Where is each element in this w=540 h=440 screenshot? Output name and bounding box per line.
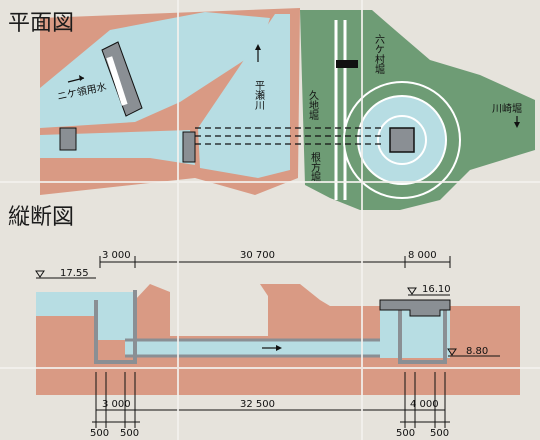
label-kuji: 久地堀 <box>307 90 319 121</box>
hirase-river <box>198 14 290 178</box>
label-hirase: 平瀬川 <box>253 80 265 110</box>
label-negata: 根方堀 <box>309 151 321 183</box>
top-dimension-lines <box>99 256 451 268</box>
nikaryo-channel <box>40 12 270 128</box>
dim-top-b: 30 700 <box>240 250 275 261</box>
dim-bottom-a: 3 000 <box>102 399 131 410</box>
level-marker-right-bottom <box>447 348 457 356</box>
level-marker-right-top <box>407 287 417 295</box>
label-kawasaki: 川崎堀 <box>492 102 522 115</box>
dim-bottom-c: 4 000 <box>410 399 439 410</box>
dim-bottom-d1: 500 <box>90 428 109 439</box>
plan-view: 平面図 ニケ領用水 平瀬川 久地堀 六ケ村堀 根方堀 川崎堀 <box>8 8 535 210</box>
flow-arrowhead-kawasaki <box>514 122 520 128</box>
level-marker-left <box>35 270 45 278</box>
level-right-top: 16.10 <box>422 284 451 295</box>
intake-gate <box>182 131 196 163</box>
flow-arrowhead-nikaryo <box>79 75 84 81</box>
plan-lower-water <box>40 130 195 165</box>
section-view: 縦断図 17.55 16.10 8.80 <box>8 205 520 439</box>
weir-slot <box>106 56 128 106</box>
left-shaft <box>94 290 137 364</box>
bottom-dimension-lines <box>92 372 450 428</box>
right-top-structure <box>379 299 451 317</box>
dim-top-c: 8 000 <box>408 250 437 261</box>
siphon-flow-arrowhead <box>276 345 282 351</box>
level-right-bottom: 8.80 <box>466 346 488 357</box>
dim-top-a: 3 000 <box>102 250 131 261</box>
lower-gate <box>59 127 77 151</box>
dim-bottom-d2: 500 <box>120 428 139 439</box>
dim-bottom-d4: 500 <box>430 428 449 439</box>
level-left: 17.55 <box>60 268 89 279</box>
siphon-lines <box>195 127 385 145</box>
section-bottom-band <box>36 370 520 395</box>
section-title: 縦断図 <box>8 205 74 230</box>
flow-arrowhead-hirase <box>255 44 261 50</box>
section-left-water <box>36 292 135 340</box>
plan-title: 平面図 <box>8 11 74 36</box>
label-rokkamura: 六ケ村堀 <box>373 34 385 75</box>
dim-bottom-d3: 500 <box>396 428 415 439</box>
right-shaft <box>398 300 447 364</box>
gate-block <box>336 60 358 68</box>
dim-bottom-b: 32 500 <box>240 399 275 410</box>
round-tank-core <box>389 127 415 153</box>
